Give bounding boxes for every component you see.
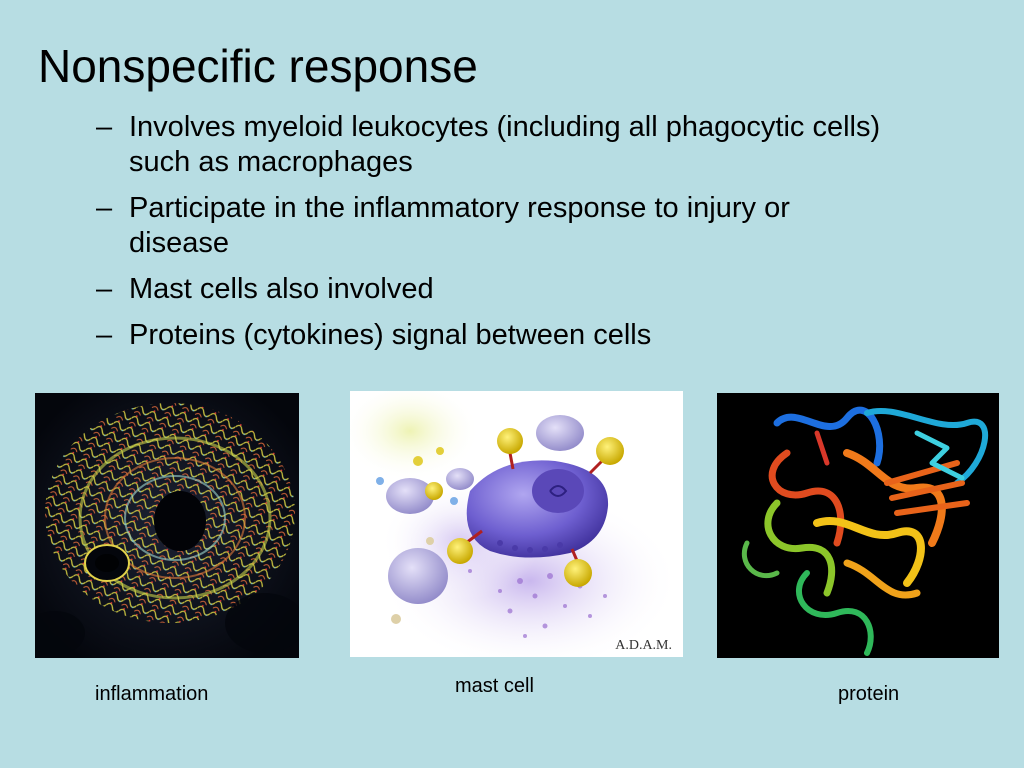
caption-mast-cell: mast cell bbox=[455, 675, 534, 697]
protein-illustration bbox=[741, 406, 988, 656]
slide-title: Nonspecific response bbox=[38, 40, 478, 92]
bullet-list: – Involves myeloid leukocytes (including… bbox=[96, 110, 896, 364]
mast-cell-image: A.D.A.M. bbox=[350, 391, 683, 657]
bullet-item: – Participate in the inflammatory respon… bbox=[96, 191, 896, 261]
caption-protein: protein bbox=[838, 683, 900, 705]
inflammation-image bbox=[35, 393, 299, 658]
inflammation-illustration bbox=[35, 393, 299, 658]
bullet-text: Involves myeloid leukocytes (including a… bbox=[129, 111, 881, 178]
bullet-text: Proteins (cytokines) signal between cell… bbox=[129, 319, 652, 351]
bullet-text: Participate in the inflammatory response… bbox=[129, 192, 790, 259]
caption-inflammation: inflammation bbox=[95, 683, 209, 705]
bullet-marker: – bbox=[96, 111, 113, 143]
bullet-marker: – bbox=[96, 273, 113, 305]
bullet-text: Mast cells also involved bbox=[129, 273, 434, 305]
bullet-item: – Mast cells also involved bbox=[96, 272, 896, 307]
adam-watermark: A.D.A.M. bbox=[615, 638, 672, 653]
bullet-item: – Involves myeloid leukocytes (including… bbox=[96, 110, 896, 180]
bullet-item: – Proteins (cytokines) signal between ce… bbox=[96, 318, 896, 353]
bullet-marker: – bbox=[96, 319, 113, 351]
protein-image bbox=[717, 393, 999, 658]
mast-cell-illustration: A.D.A.M. bbox=[350, 391, 680, 657]
bullet-marker: – bbox=[96, 192, 113, 224]
